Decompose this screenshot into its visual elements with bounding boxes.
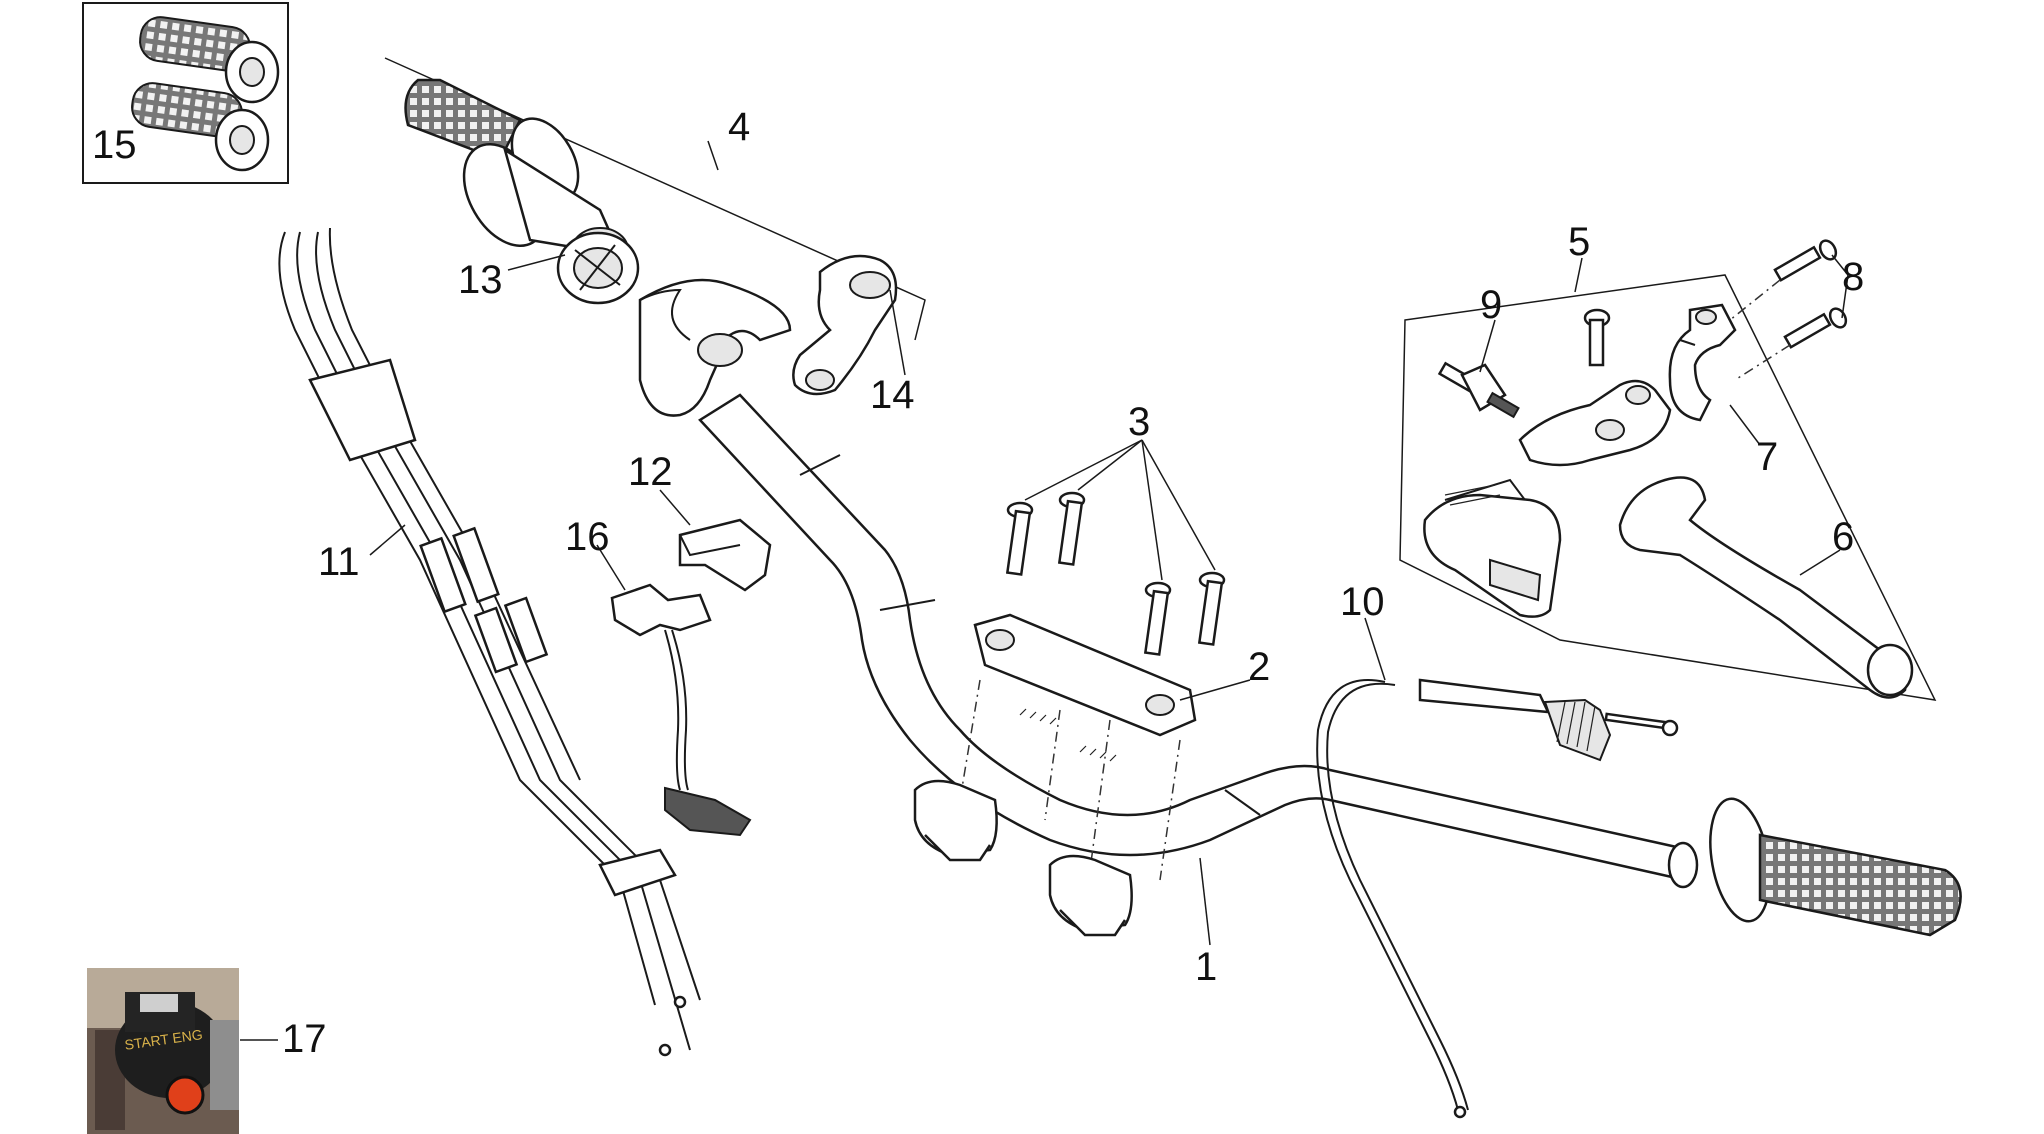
callout-3: 3 (1128, 400, 1150, 444)
callout-15: 15 (92, 123, 137, 167)
spare-grip-bottom (131, 82, 270, 172)
throttle-drum (556, 231, 640, 305)
lever-clamp (1668, 303, 1737, 422)
switch-cover (678, 518, 772, 592)
clutch-cable (1316, 678, 1679, 1119)
callout-6: 6 (1832, 515, 1854, 559)
alignment-lines (959, 679, 1181, 881)
callout-17: 17 (282, 1017, 327, 1061)
lever-clamp-bolts (1773, 239, 1848, 349)
engine-stop-switch-photo: START ENG (87, 968, 239, 1134)
lever-pivot-bolt (1583, 308, 1611, 367)
clutch-lever-perch (1518, 379, 1672, 467)
clamp-bolts (1005, 491, 1226, 656)
engine-stop-switch (610, 583, 752, 837)
lever-cover (1423, 478, 1562, 618)
left-throttle-grip (404, 78, 629, 273)
callout-16: 16 (565, 515, 610, 559)
callout-2: 2 (1248, 645, 1270, 689)
throttle-cables (278, 227, 701, 1057)
spare-grip-top (139, 16, 280, 104)
callout-8: 8 (1842, 255, 1864, 299)
lever-clamp-dash-lines (1729, 279, 1791, 381)
knurl-marks (1019, 708, 1117, 762)
group-5-bracket (1399, 274, 1937, 701)
callout-9: 9 (1480, 283, 1502, 327)
callout-14: 14 (870, 373, 915, 417)
callout-5: 5 (1568, 220, 1590, 264)
callout-1: 1 (1195, 945, 1217, 989)
clutch-adjuster (1437, 361, 1520, 419)
callout-7: 7 (1756, 435, 1778, 479)
callout-4: 4 (728, 105, 750, 149)
clutch-lever (1618, 476, 1914, 699)
throttle-housing-cap (792, 254, 898, 396)
callout-10: 10 (1340, 580, 1385, 624)
lower-riser-right (1048, 854, 1133, 937)
handlebar-tube (698, 393, 1699, 889)
lower-riser-left (913, 779, 998, 862)
callout-13: 13 (458, 258, 503, 302)
callout-3-leaders (1024, 439, 1216, 581)
upper-clamp (973, 613, 1197, 737)
callout-11: 11 (318, 540, 360, 584)
inset-grips-box (82, 2, 289, 184)
throttle-housing (638, 278, 792, 417)
callout-12: 12 (628, 450, 673, 494)
right-grip (1709, 797, 1962, 937)
